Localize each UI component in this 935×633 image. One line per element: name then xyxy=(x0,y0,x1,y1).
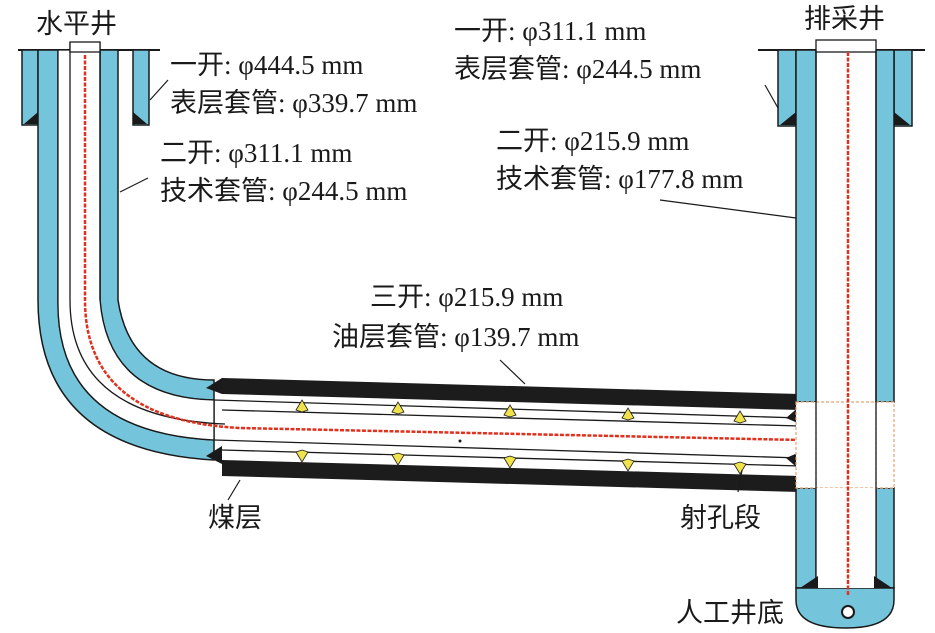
centralizer-2-top xyxy=(391,401,405,415)
production-bottom-shoe-left xyxy=(800,576,818,588)
leader-production-surface xyxy=(764,84,779,109)
horizontal-tech-shoe-top xyxy=(206,378,222,394)
centralizers xyxy=(295,399,747,475)
horizontal-casing-bore xyxy=(57,49,215,441)
leader-coal-seam xyxy=(227,479,241,501)
leader-oil-casing xyxy=(499,359,526,385)
lateral-oil-casing: 油层套管: φ139.7 mm xyxy=(332,322,579,352)
horizontal-tech-shoe-bottom xyxy=(206,446,222,464)
centralizer-3-top xyxy=(503,404,517,418)
production-surface-shoe-left xyxy=(780,112,796,125)
horizontal-well-title: 水平井 xyxy=(36,9,117,39)
leader-horizontal-surface xyxy=(149,79,169,101)
centralizer-4-top xyxy=(621,407,635,421)
centralizer-4-bottom xyxy=(621,458,635,472)
centralizer-1-top xyxy=(295,399,309,413)
production-wellhead xyxy=(815,39,877,53)
centralizer-1-bottom xyxy=(295,449,309,463)
horizontal-surface-casing-left xyxy=(21,49,39,126)
production-surface-casing: 表层套管: φ244.5 mm xyxy=(454,54,701,84)
centralizer-5-top xyxy=(733,410,747,424)
leader-production-tech xyxy=(659,199,797,219)
coal-seam-lower xyxy=(222,460,800,492)
production-tech-casing-left-lower xyxy=(795,487,817,589)
horizontal-signal-wire xyxy=(83,55,801,442)
horizontal-first-spud: 一开: φ444.5 mm xyxy=(170,50,363,80)
lateral-borehole-lower xyxy=(213,439,801,459)
perforation-window xyxy=(795,401,895,489)
horizontal-surface-shoe-right xyxy=(133,112,147,124)
production-bottom-shoe-right xyxy=(874,576,892,588)
horizontal-inner-tubing xyxy=(69,42,226,425)
production-second-spud: 二开: φ215.9 mm xyxy=(496,126,689,156)
production-tech-casing-left-upper xyxy=(795,49,817,403)
horizontal-tech-casing: 技术套管: φ244.5 mm xyxy=(160,176,407,206)
horizontal-surface-casing-right xyxy=(132,49,150,126)
production-tech-casing-right-upper xyxy=(875,49,895,403)
artificial-bottom-marker xyxy=(841,605,855,619)
centralizer-5-bottom xyxy=(733,461,747,475)
horizontal-wellhead xyxy=(69,41,101,53)
centralizer-3-bottom xyxy=(503,455,517,469)
horizontal-second-spud: 二开: φ311.1 mm xyxy=(160,138,352,168)
production-bore-bottom xyxy=(816,488,876,588)
horizontal-surface-shoe-left xyxy=(24,112,38,124)
leader-horizontal-tech xyxy=(119,177,149,193)
horizontal-surface-casing: 表层套管: φ339.7 mm xyxy=(170,88,417,118)
centralizer-2-bottom xyxy=(391,452,405,466)
leader-perforation xyxy=(737,469,743,493)
lateral-borehole-upper xyxy=(213,399,801,419)
artificial-bottom-label: 人工井底 xyxy=(676,598,784,628)
production-tech-casing: 技术套管: φ177.8 mm xyxy=(496,164,743,194)
coal-seam-label: 煤层 xyxy=(208,503,262,533)
coal-seam-upper xyxy=(222,378,800,410)
production-surface-shoe-right xyxy=(894,112,910,125)
lateral-casing-upper xyxy=(221,409,801,427)
production-tech-casing-right-lower xyxy=(875,487,895,589)
wire-dot xyxy=(458,439,462,443)
perforation-label: 射孔段 xyxy=(680,503,761,533)
production-well-title: 排采井 xyxy=(804,4,885,34)
production-first-spud: 一开: φ311.1 mm xyxy=(454,16,646,46)
lateral-third-spud: 三开: φ215.9 mm xyxy=(370,282,563,312)
